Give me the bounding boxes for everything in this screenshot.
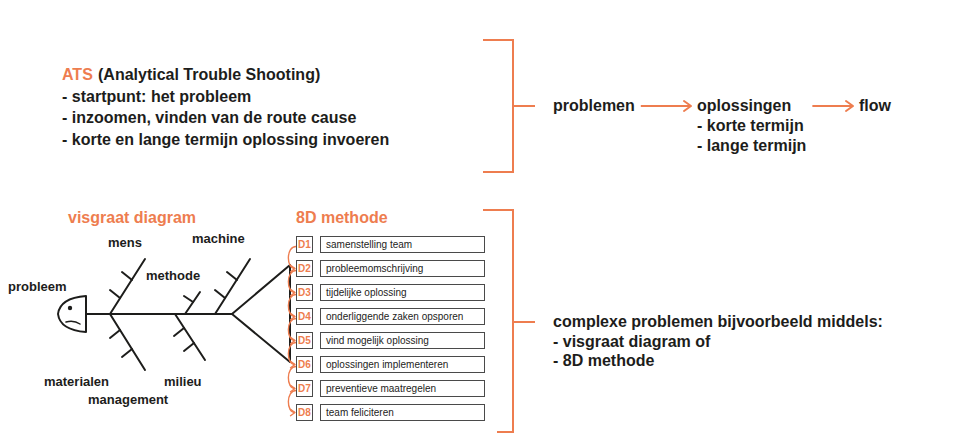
arrow-line [288,319,296,341]
node-text: flow [859,96,891,116]
note: complexe problemen bijvoorbeeld middels: [553,312,883,332]
step-number: D6 [296,356,313,373]
node-text: vind mogelijk oplossing [326,335,429,346]
step-number: D2 [296,260,313,277]
step-number: D5 [296,332,313,349]
step-box: tijdelijke oplossing [320,284,485,301]
arrow-head [684,101,691,111]
fishbone-label: management [88,392,168,408]
bracket [483,40,535,432]
arrow-line [288,343,296,365]
node-subtext: - korte termijn [697,116,806,136]
step-number: D1 [296,236,313,253]
fishbone-label: milieu [164,374,202,390]
flow-step: oplossingen- korte termijn- lange termij… [691,96,812,156]
node-text: D1 [298,239,311,250]
fishbone-label: machine [192,231,245,247]
bullet: - inzoomen, vinden van de route cause [62,108,356,128]
step-arrow [288,319,296,344]
step-arrow [288,247,296,272]
step-box: samenstelling team [320,236,485,253]
heading: ATS [62,65,93,85]
node-text: preventieve maatregelen [326,383,436,394]
heading: (Analytical Trouble Shooting) [98,65,320,85]
node-text: oplossingen implementeren [326,359,448,370]
node-text: D6 [298,359,311,370]
node-text: D4 [298,311,311,322]
arrow-line [288,295,296,317]
arrow-head [291,409,296,415]
fishbone [58,259,290,370]
arrow-line [288,391,296,413]
node-text: tijdelijke oplossing [326,287,407,298]
node-text: team feliciteren [326,407,394,418]
node-text: D5 [298,335,311,346]
step-arrow [288,343,296,368]
arrow-line [288,271,296,293]
node-text: onderliggende zaken opsporen [326,311,463,322]
node-text: D7 [298,383,311,394]
step-arrow [288,271,296,296]
step-box: oplossingen implementeren [320,356,485,373]
fishbone-label: probleem [8,279,67,295]
arrow-line [641,105,691,107]
section-title: visgraat diagram [68,208,196,228]
fishbone-label: methode [146,268,200,284]
step-number: D8 [296,404,313,421]
step-box: preventieve maatregelen [320,380,485,397]
fish-eye [68,306,72,310]
note: - 8D methode [553,351,654,371]
node-text: probleemomschrijving [326,263,423,274]
fishbone-label: materialen [44,374,109,390]
arrow-head [846,101,853,111]
step-arrow [288,391,296,416]
section-title: 8D methode [296,208,388,228]
step-number: D3 [296,284,313,301]
node-subtext: - lange termijn [697,136,806,156]
flow-arrow [641,101,691,111]
note: - visgraat diagram of [553,332,710,352]
flow-arrow [812,101,853,111]
flow-step: problemen [547,96,641,116]
step-box: probleemomschrijving [320,260,485,277]
step-box: vind mogelijk oplossing [320,332,485,349]
step-arrow [288,367,296,392]
step-number: D7 [296,380,313,397]
node-text: oplossingen [697,96,806,116]
node-text: problemen [553,96,635,116]
bullet: - startpunt: het probleem [62,87,251,107]
arrow-line [288,367,296,389]
arrow-line [288,247,296,269]
flow-step: flow [853,96,897,116]
node-text: samenstelling team [326,239,412,250]
step-number: D4 [296,308,313,325]
bullet: - korte en lange termijn oplossing invoe… [62,130,389,150]
fishbone-label: mens [108,235,142,251]
step-box: team feliciteren [320,404,485,421]
node-text: D8 [298,407,311,418]
step-arrow [288,295,296,320]
node-text: D2 [298,263,311,274]
arrow-line [812,105,853,107]
node-text: D3 [298,287,311,298]
step-box: onderliggende zaken opsporen [320,308,485,325]
